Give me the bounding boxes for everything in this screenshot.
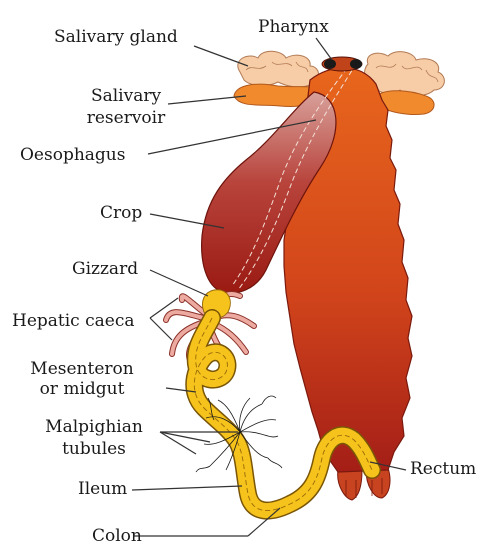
label-pharynx: Pharynx [258,17,329,37]
label-mesenteron-1: Mesenteron [22,359,142,379]
label-colon: Colon [92,526,142,546]
label-ileum: Ileum [78,479,127,499]
label-crop: Crop [100,203,142,223]
leader-salivary-reservoir [168,96,246,104]
label-malpighian-2: tubules [32,439,156,459]
leader-pharynx [316,38,332,60]
label-salivary-reservoir-1: Salivary [80,86,172,106]
label-hepatic-caeca: Hepatic caeca [12,311,134,331]
leader-salivary-gland [194,46,248,66]
label-mesenteron-2: or midgut [22,379,142,399]
leader-gizzard [150,270,208,296]
label-salivary-reservoir-2: reservoir [80,108,172,128]
label-salivary-gland: Salivary gland [54,27,178,47]
salivary-gland-left [238,51,319,87]
label-rectum: Rectum [410,459,476,479]
label-oesophagus: Oesophagus [20,145,125,165]
label-malpighian-1: Malpighian [32,417,156,437]
label-gizzard: Gizzard [72,259,138,279]
leader-ileum [132,486,242,490]
